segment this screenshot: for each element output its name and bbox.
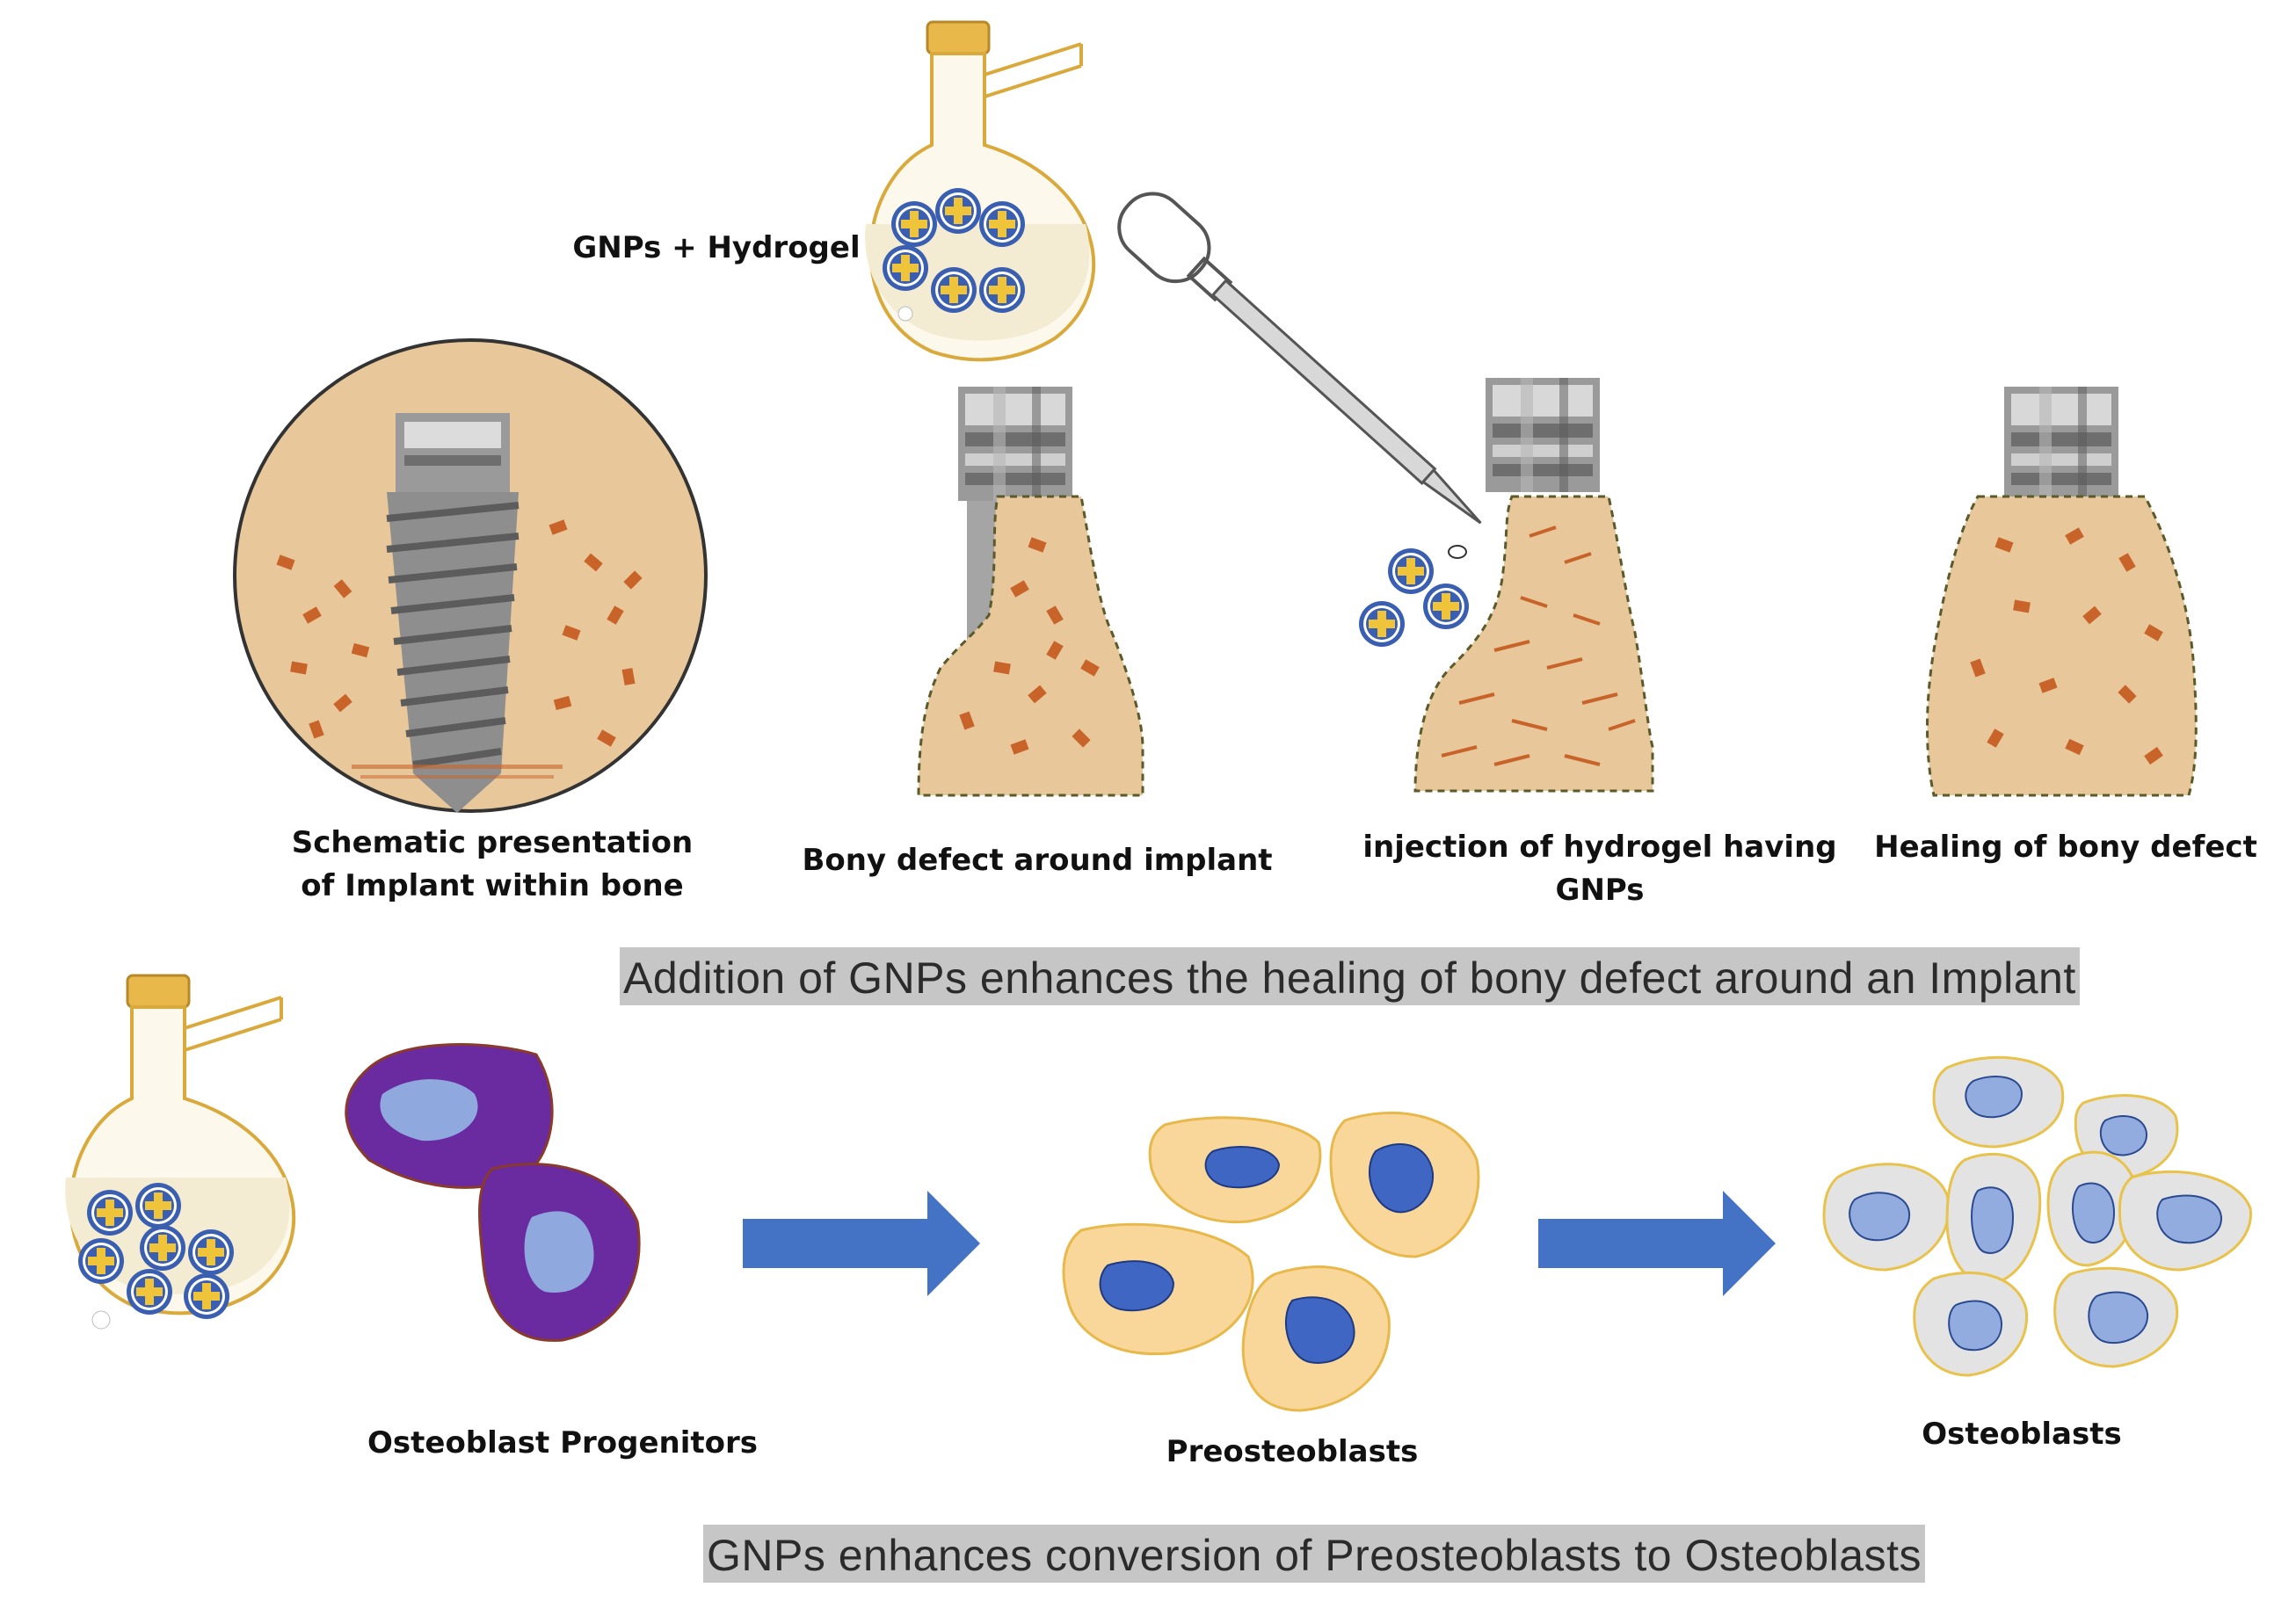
pipette (1117, 192, 1482, 525)
osteoblast-nuclei (1849, 1076, 2223, 1352)
flask-gnps-hydrogel-top (863, 20, 1096, 362)
arrow-right-2 (1538, 1191, 1776, 1296)
banner-bottom: GNPs enhances conversion of Preosteoblas… (703, 1525, 1925, 1583)
label-preosteoblasts: Preosteoblasts (1166, 1434, 1419, 1469)
label-gnps-hydrogel: GNPs + Hydrogel (572, 230, 861, 265)
flask-gnps-hydrogel-bottom (63, 974, 296, 1330)
injected-gnps (1359, 545, 1469, 647)
label-implant-in-bone: Schematic presentation of Implant within… (291, 825, 694, 904)
injection-illustration (1413, 378, 1654, 793)
implant-in-bone-circle (233, 338, 708, 813)
label-osteoblast-progenitors: Osteoblast Progenitors (367, 1425, 758, 1461)
banner-top: Addition of GNPs enhances the healing of… (620, 947, 2080, 1005)
bony-defect-illustration (917, 387, 1144, 797)
healing-illustration (1926, 387, 2198, 797)
label-bony-defect: Bony defect around implant (802, 843, 1273, 878)
preosteoblasts (1062, 1111, 1480, 1412)
label-healing: Healing of bony defect (1874, 830, 2257, 865)
arrow-right-1 (743, 1191, 980, 1296)
osteoblast-progenitors (345, 1043, 641, 1342)
label-injection: injection of hydrogel having GNPs (1362, 830, 1837, 909)
label-osteoblasts: Osteoblasts (1922, 1417, 2122, 1452)
